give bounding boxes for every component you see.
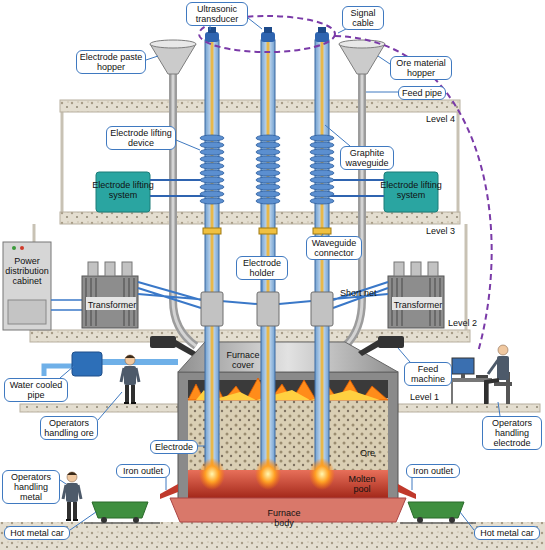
callout-box: Ore material hopper — [390, 56, 452, 80]
callout-text: Iron outlet — [409, 466, 457, 476]
part-label: Molten pool — [340, 474, 384, 494]
callout-text: Iron outlet — [119, 466, 167, 476]
callout-text: Electrode lifting device — [109, 128, 173, 148]
floors — [0, 100, 545, 550]
callout-box: Electrode lifting device — [106, 126, 176, 150]
callout-box: Signal cable — [342, 6, 384, 30]
callout-text: Graphite waveguide — [343, 148, 391, 168]
water-and-feed — [44, 336, 404, 376]
callout-box: Ultrasonic transducer — [186, 2, 248, 26]
furnace — [160, 342, 416, 522]
callout-box: Operators handling metal — [2, 470, 60, 504]
callout-box: Operators handling electrode — [482, 416, 542, 450]
operators — [63, 345, 512, 521]
callout-text: Ore material hopper — [393, 58, 449, 78]
callout-box: Feed pipe — [398, 86, 446, 100]
part-label: Level 3 — [426, 226, 455, 236]
callout-box: Graphite waveguide — [340, 146, 394, 170]
callout-text: Feed machine — [407, 364, 449, 384]
transducers — [205, 27, 329, 42]
signal-cable — [199, 16, 492, 352]
callout-box: Electrode paste hopper — [76, 50, 146, 74]
callout-box: Operators handling ore — [40, 416, 98, 440]
callout-box: Electrode holder — [236, 256, 288, 280]
leader-lines — [60, 18, 500, 530]
callout-box: Hot metal car — [4, 526, 70, 540]
part-label: Furnace body — [262, 508, 306, 528]
callout-text: Ultrasonic transducer — [189, 4, 245, 24]
callout-box: Hot metal car — [474, 526, 540, 540]
callout-box: Feed machine — [404, 362, 452, 386]
part-label: Level 1 — [410, 392, 439, 402]
callout-text: Operators handling ore — [43, 418, 95, 438]
callout-box: Electrode — [150, 440, 198, 454]
part-label: Electrode lifting system — [380, 180, 442, 200]
part-label: Power distribution cabinet — [2, 256, 52, 286]
callout-text: Waveguide connector — [309, 238, 359, 258]
part-label: Furnace cover — [222, 350, 264, 370]
part-label: Level 2 — [448, 318, 477, 328]
callout-text: Hot metal car — [7, 528, 67, 538]
callout-text: Hot metal car — [477, 528, 537, 538]
part-label: Electrode lifting system — [92, 180, 154, 200]
callout-text: Operators handling metal — [5, 472, 57, 502]
callout-box: Water cooled pipe — [4, 378, 68, 402]
callout-box: Iron outlet — [116, 464, 170, 478]
callout-text: Electrode — [153, 442, 195, 452]
part-label: Short net — [340, 288, 377, 298]
callout-box: Iron outlet — [406, 464, 460, 478]
part-label: Transformer — [84, 300, 140, 310]
callout-text: Feed pipe — [401, 88, 443, 98]
callout-text: Electrode paste hopper — [79, 52, 143, 72]
power-equipment — [3, 242, 444, 330]
callout-text: Operators handling electrode — [485, 418, 539, 448]
part-label: Transformer — [390, 300, 446, 310]
callout-text: Electrode holder — [239, 258, 285, 278]
electrodes — [199, 40, 335, 490]
part-label: Ore — [360, 448, 375, 458]
callout-text: Signal cable — [345, 8, 381, 28]
callout-text: Water cooled pipe — [7, 380, 65, 400]
callout-box: Waveguide connector — [306, 236, 362, 260]
lifting-devices — [200, 135, 334, 204]
part-label: Level 4 — [426, 114, 455, 124]
